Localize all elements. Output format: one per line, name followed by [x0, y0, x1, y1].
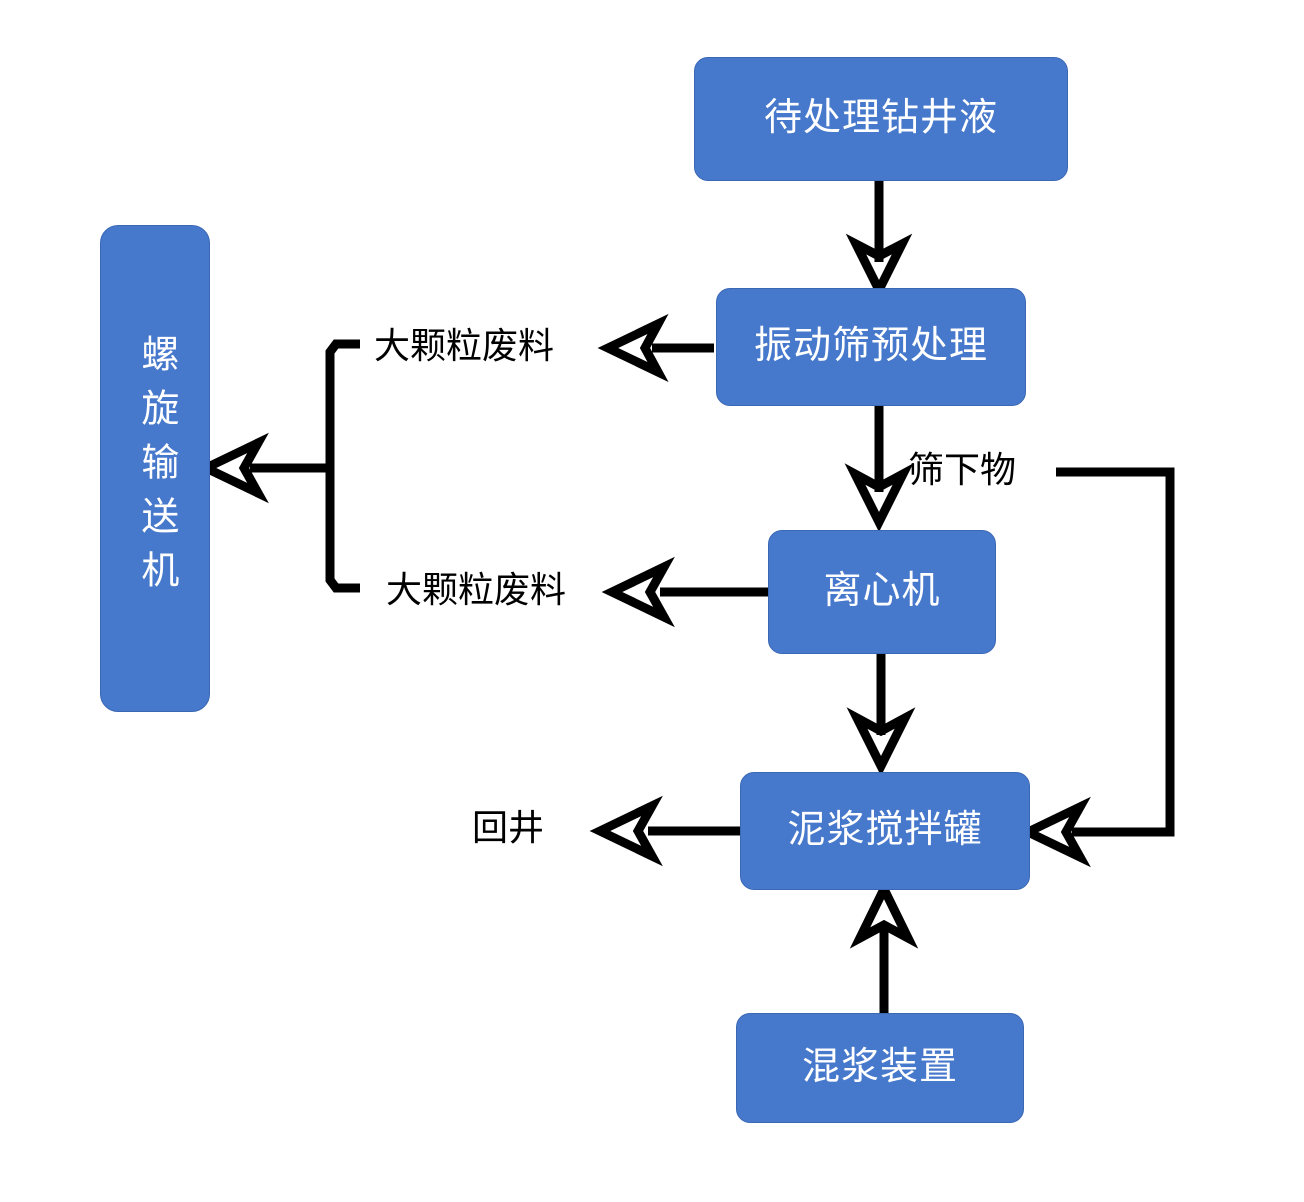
node-centrifuge-label: 离心机	[823, 570, 941, 613]
edge-centrifuge-to-coarse-waste-lower	[601, 556, 768, 628]
node-shale-shaker[interactable]: 振动筛预处理	[716, 288, 1026, 406]
edge-label-coarse-waste-upper: 大颗粒废料	[374, 326, 555, 366]
node-screw-conveyor-label: 螺旋输送机	[134, 333, 177, 604]
edge-drilling-fluid-to-shaker	[845, 180, 913, 301]
edge-screen-underflow-to-tank	[1017, 467, 1175, 868]
edge-label-return-to-well: 回井	[472, 808, 545, 848]
node-centrifuge[interactable]: 离心机	[768, 530, 996, 654]
node-mud-blender[interactable]: 混浆装置	[736, 1013, 1024, 1123]
node-screw-conveyor[interactable]: 螺旋输送机	[100, 225, 210, 712]
edge-shaker-to-coarse-waste-upper	[597, 313, 714, 383]
node-shale-shaker-label: 振动筛预处理	[753, 325, 988, 368]
edge-centrifuge-to-tank	[846, 654, 916, 777]
node-drilling-fluid-label: 待处理钻井液	[763, 97, 998, 140]
node-drilling-fluid[interactable]: 待处理钻井液	[694, 57, 1068, 181]
edge-blender-to-tank	[849, 878, 919, 1013]
node-mud-blender-label: 混浆装置	[801, 1046, 958, 1089]
edge-label-screen-underflow: 筛下物	[908, 450, 1017, 490]
edge-shaker-to-centrifuge	[844, 406, 914, 533]
node-mud-mixing-tank-label: 泥浆搅拌罐	[787, 809, 983, 852]
edge-coarse-waste-bracket-to-conveyor	[195, 339, 360, 593]
node-mud-mixing-tank[interactable]: 泥浆搅拌罐	[740, 772, 1030, 890]
edge-label-coarse-waste-lower: 大颗粒废料	[386, 570, 567, 610]
edge-tank-to-return-to-well	[589, 795, 740, 867]
